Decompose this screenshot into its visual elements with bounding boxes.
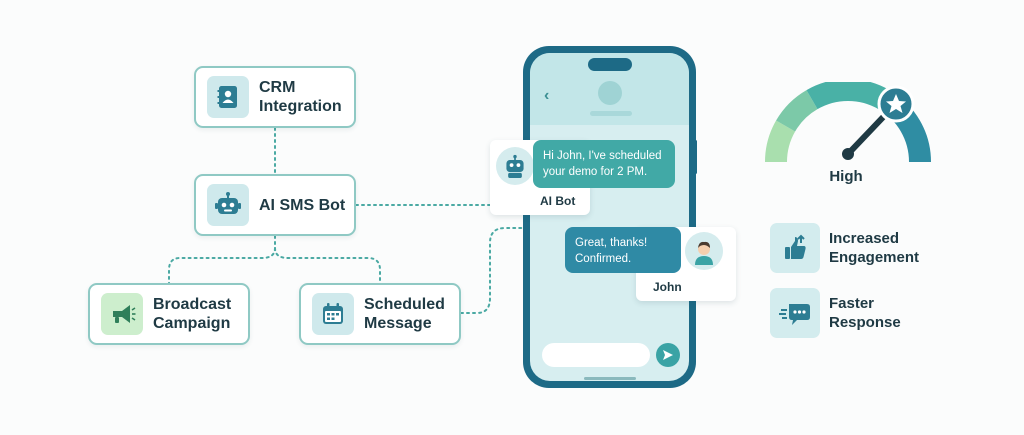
contact-name-placeholder — [590, 111, 632, 116]
gauge-needle — [845, 109, 891, 157]
robot-icon — [207, 184, 249, 226]
thumbs-up-icon — [770, 223, 820, 273]
contact-avatar — [598, 81, 622, 105]
gauge-segment-3 — [806, 82, 890, 110]
bot-name-label: AI Bot — [540, 194, 576, 208]
connector-bot-scheduled — [274, 247, 381, 284]
crm-integration-node[interactable]: CRM Integration — [194, 66, 356, 128]
gauge-segment-2 — [776, 90, 818, 132]
bot-avatar — [496, 147, 534, 185]
gauge-segment-1 — [764, 120, 796, 163]
user-name-label: John — [653, 280, 682, 294]
back-chevron-icon[interactable]: ‹ — [544, 87, 550, 104]
phone-notch — [588, 58, 632, 71]
address-book-icon — [207, 76, 249, 118]
broadcast-campaign-label: Broadcast Campaign — [153, 296, 232, 332]
send-icon — [663, 350, 673, 360]
benefit-label: Faster Response — [829, 295, 901, 331]
connector-bot-broadcast — [168, 235, 276, 284]
phone-screen: ‹ — [530, 53, 689, 381]
robot-icon — [506, 154, 524, 178]
home-indicator — [584, 377, 636, 380]
user-message-bubble: Great, thanks! Confirmed. — [565, 227, 681, 273]
scheduled-message-node[interactable]: Scheduled Message — [299, 283, 461, 345]
engagement-gauge — [764, 82, 932, 163]
phone-mockup: ‹ — [523, 46, 696, 388]
phone-side-button — [694, 140, 697, 174]
broadcast-campaign-node[interactable]: Broadcast Campaign — [88, 283, 250, 345]
scheduled-message-label: Scheduled Message — [364, 296, 445, 332]
benefit-increased-engagement: Increased Engagement — [770, 223, 919, 273]
crm-integration-label: CRM Integration — [259, 79, 342, 115]
person-icon — [695, 241, 713, 265]
message-input[interactable] — [542, 343, 650, 367]
ai-sms-bot-label: AI SMS Bot — [259, 196, 346, 214]
connector-scheduled-phone — [460, 227, 524, 314]
benefit-label: Increased Engagement — [829, 230, 920, 266]
chat-bubble-icon — [770, 288, 820, 338]
star-icon — [877, 85, 915, 123]
send-button[interactable] — [656, 343, 680, 367]
benefit-faster-response: Faster Response — [770, 288, 901, 338]
calendar-icon — [312, 293, 354, 335]
ai-sms-bot-node[interactable]: AI SMS Bot — [194, 174, 356, 236]
megaphone-icon — [101, 293, 143, 335]
bot-message-bubble: Hi John, I've scheduled your demo for 2 … — [533, 140, 675, 188]
gauge-level-label: High — [829, 168, 863, 185]
user-avatar — [685, 232, 723, 270]
